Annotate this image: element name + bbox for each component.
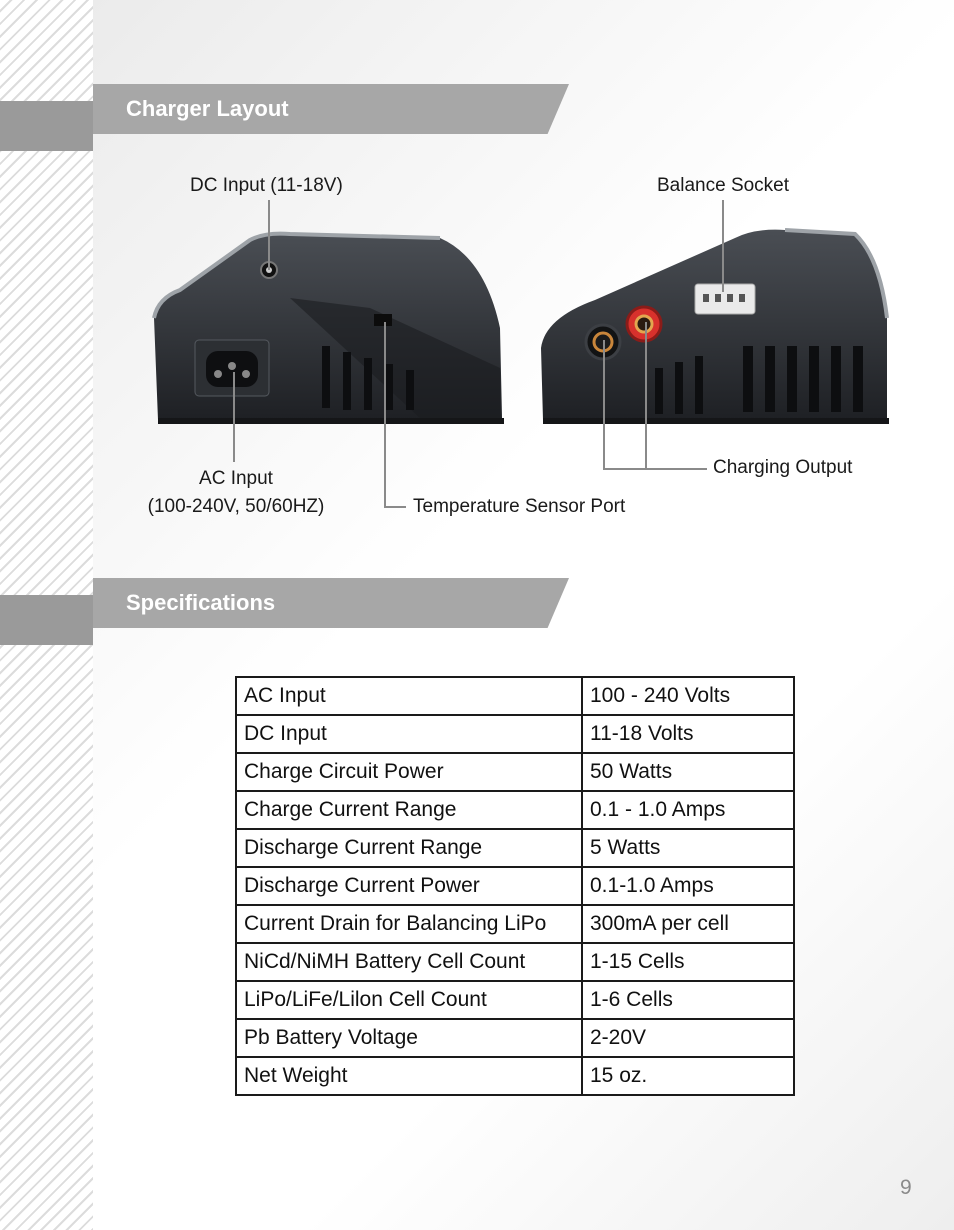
charger-right-side-image: [541, 228, 889, 424]
spec-key: Pb Battery Voltage: [235, 1018, 583, 1058]
spec-key: Current Drain for Balancing LiPo: [235, 904, 583, 944]
charger-left-side-image: [152, 231, 504, 424]
page-number: 9: [900, 1176, 912, 1199]
spec-key: AC Input: [235, 676, 583, 716]
label-charging-output: Charging Output: [713, 457, 853, 478]
spec-value: 1-15 Cells: [581, 942, 795, 982]
spec-value: 11-18 Volts: [581, 714, 795, 754]
spec-value: 100 - 240 Volts: [581, 676, 795, 716]
spec-key: Net Weight: [235, 1056, 583, 1096]
label-ac-input-line1: AC Input: [199, 468, 273, 489]
spec-key: Charge Current Range: [235, 790, 583, 830]
spec-value: 0.1 - 1.0 Amps: [581, 790, 795, 830]
spec-value: 0.1-1.0 Amps: [581, 866, 795, 906]
callout-line-charging-output-b: [645, 322, 647, 469]
label-dc-input: DC Input (11-18V): [190, 175, 343, 196]
callout-line-balance-socket: [722, 200, 724, 292]
section-title-layout: Charger Layout: [126, 96, 289, 121]
label-ac-input: AC Input (100-240V, 50/60HZ): [146, 468, 326, 518]
label-ac-input-line2: (100-240V, 50/60HZ): [147, 496, 325, 517]
spec-value: 1-6 Cells: [581, 980, 795, 1020]
spec-value: 5 Watts: [581, 828, 795, 868]
section-tab-marker: [0, 101, 93, 151]
label-temp-sensor: Temperature Sensor Port: [413, 496, 626, 517]
callout-line-temp-sensor: [384, 322, 386, 508]
spec-key: Discharge Current Power: [235, 866, 583, 906]
section-banner-layout: Charger Layout: [93, 84, 569, 134]
label-balance-socket: Balance Socket: [657, 175, 790, 196]
callout-line-charging-output-h: [603, 468, 707, 470]
spec-key: NiCd/NiMH Battery Cell Count: [235, 942, 583, 982]
callout-line-temp-sensor-h: [384, 506, 406, 508]
callout-line-ac-input: [233, 372, 235, 462]
spec-key: Charge Circuit Power: [235, 752, 583, 792]
spec-value: 300mA per cell: [581, 904, 795, 944]
callout-line-charging-output-a: [603, 340, 605, 469]
spec-key: LiPo/LiFe/Lilon Cell Count: [235, 980, 583, 1020]
spec-value: 2-20V: [581, 1018, 795, 1058]
section-title-specs: Specifications: [126, 590, 276, 615]
spec-key: DC Input: [235, 714, 583, 754]
callout-line-dc-input: [268, 200, 270, 270]
section-banner-specs: Specifications: [93, 578, 569, 628]
spec-key: Discharge Current Range: [235, 828, 583, 868]
section-tab-marker: [0, 595, 93, 645]
spec-value: 50 Watts: [581, 752, 795, 792]
spec-value: 15 oz.: [581, 1056, 795, 1096]
